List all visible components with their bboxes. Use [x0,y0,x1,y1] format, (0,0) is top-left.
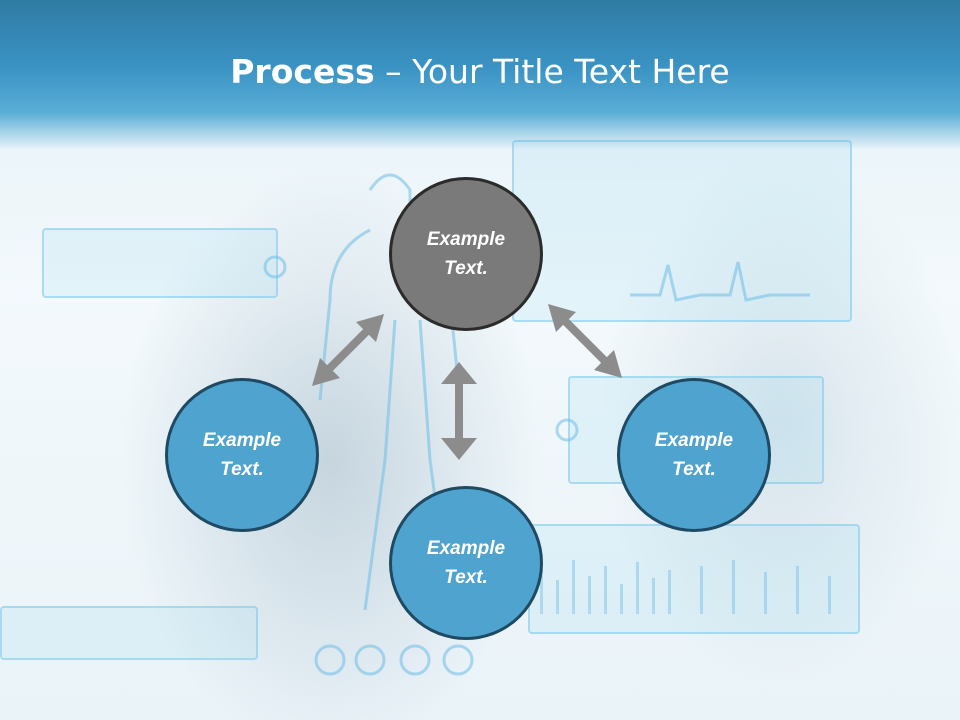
node-left-line2: Text. [220,459,264,480]
node-top-line1: Example [426,229,506,250]
node-bottom: Example Text. [389,486,543,640]
node-left-line1: Example [202,430,282,451]
arrow-top-right [548,304,622,378]
title-bold: Process [230,52,375,91]
decor-panel-vitals [42,228,278,298]
node-right-line1: Example [654,430,734,451]
node-bottom-line1: Example [426,538,506,559]
arrow-top-left [312,314,384,386]
node-right-line2: Text. [672,459,716,480]
node-top: Example Text. [389,177,543,331]
title-rest: – Your Title Text Here [374,52,730,91]
node-right: Example Text. [617,378,771,532]
node-left: Example Text. [165,378,319,532]
node-bottom-line2: Text. [444,567,488,588]
decor-panel-heart [512,140,852,322]
node-top-line2: Text. [444,258,488,279]
title-bar [0,0,960,150]
decor-panel-report [0,606,258,660]
arrow-vertical [441,362,477,460]
slide-title: Process – Your Title Text Here [0,52,960,91]
